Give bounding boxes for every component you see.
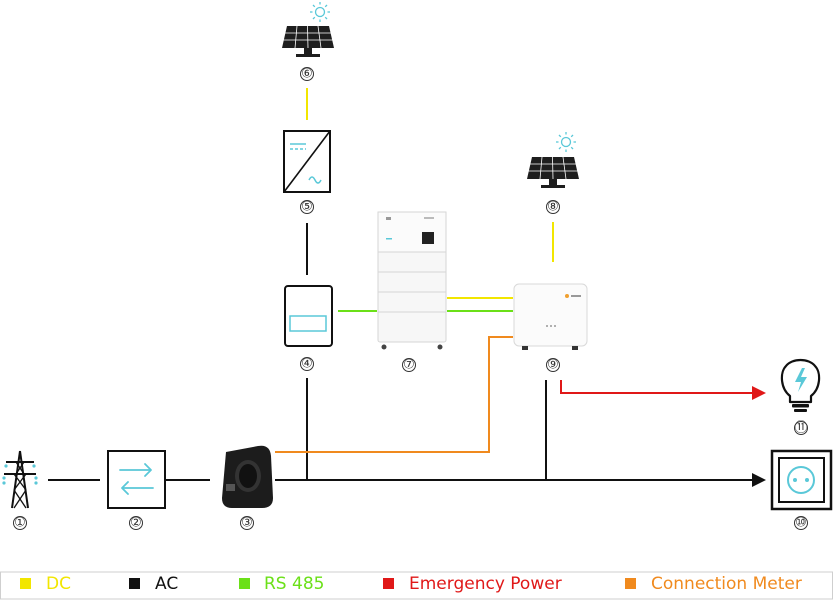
number-3: ③ bbox=[240, 516, 254, 531]
legend-item-rs485: RS 485 bbox=[239, 574, 324, 594]
svg-text:⑨: ⑨ bbox=[547, 358, 559, 373]
svg-text:①: ① bbox=[14, 516, 26, 531]
dc-ac-converter-icon bbox=[283, 130, 331, 193]
svg-text:⑦: ⑦ bbox=[403, 358, 415, 373]
sun-icon bbox=[556, 132, 576, 152]
sun-icon bbox=[310, 2, 330, 22]
legend-item-emergency-power: Emergency Power bbox=[383, 574, 562, 594]
number-9: ⑨ bbox=[546, 358, 560, 373]
number-1: ① bbox=[13, 516, 27, 531]
number-5: ⑤ bbox=[300, 200, 314, 215]
hybrid-inverter-icon bbox=[513, 283, 588, 350]
number-8: ⑧ bbox=[546, 200, 560, 215]
solar-panel-icon bbox=[527, 132, 579, 188]
svg-text:④: ④ bbox=[301, 357, 313, 372]
legend-swatch-ac bbox=[129, 578, 140, 589]
battery-tower-icon bbox=[377, 211, 447, 350]
svg-text:②: ② bbox=[130, 516, 142, 531]
legend-label-rs485: RS 485 bbox=[264, 574, 324, 594]
legend-item-connection-meter: Connection Meter bbox=[625, 574, 802, 594]
legend-label-emergency-power: Emergency Power bbox=[409, 574, 562, 594]
current-clamp-icon bbox=[222, 445, 273, 508]
power-pylon-icon bbox=[2, 450, 38, 509]
meter-connection-line bbox=[275, 336, 513, 453]
number-6: ⑥ bbox=[300, 67, 314, 82]
svg-text:⑩: ⑩ bbox=[795, 516, 807, 531]
power-outlet-icon bbox=[770, 449, 833, 511]
number-10: ⑩ bbox=[794, 516, 808, 531]
legend-item-ac: AC bbox=[129, 574, 178, 594]
legend-label-ac: AC bbox=[155, 574, 178, 594]
legend-label-connection-meter: Connection Meter bbox=[651, 574, 802, 594]
solar-panel-icon bbox=[282, 2, 334, 57]
number-4: ④ bbox=[300, 357, 314, 372]
number-7: ⑦ bbox=[402, 358, 416, 373]
number-2: ② bbox=[129, 516, 143, 531]
legend-swatch-rs485 bbox=[239, 578, 250, 589]
svg-text:⑥: ⑥ bbox=[301, 67, 313, 82]
ac-arrow-head bbox=[752, 473, 766, 487]
emergency-power-line bbox=[560, 380, 755, 394]
legend-swatch-emergency-power bbox=[383, 578, 394, 589]
svg-text:⑪: ⑪ bbox=[794, 421, 807, 436]
legend-swatch-connection-meter bbox=[625, 578, 636, 589]
legend-item-dc: DC bbox=[20, 574, 71, 594]
battery-controller-icon bbox=[284, 285, 333, 347]
light-bulb-icon bbox=[780, 358, 821, 412]
bidirectional-arrows-icon bbox=[107, 450, 166, 509]
legend-label-dc: DC bbox=[46, 574, 71, 594]
number-11: ⑪ bbox=[794, 421, 808, 436]
svg-text:⑧: ⑧ bbox=[547, 200, 559, 215]
legend-swatch-dc bbox=[20, 578, 31, 589]
svg-text:⑤: ⑤ bbox=[301, 200, 313, 215]
emergency-arrow-head bbox=[752, 386, 766, 400]
svg-text:③: ③ bbox=[241, 516, 253, 531]
